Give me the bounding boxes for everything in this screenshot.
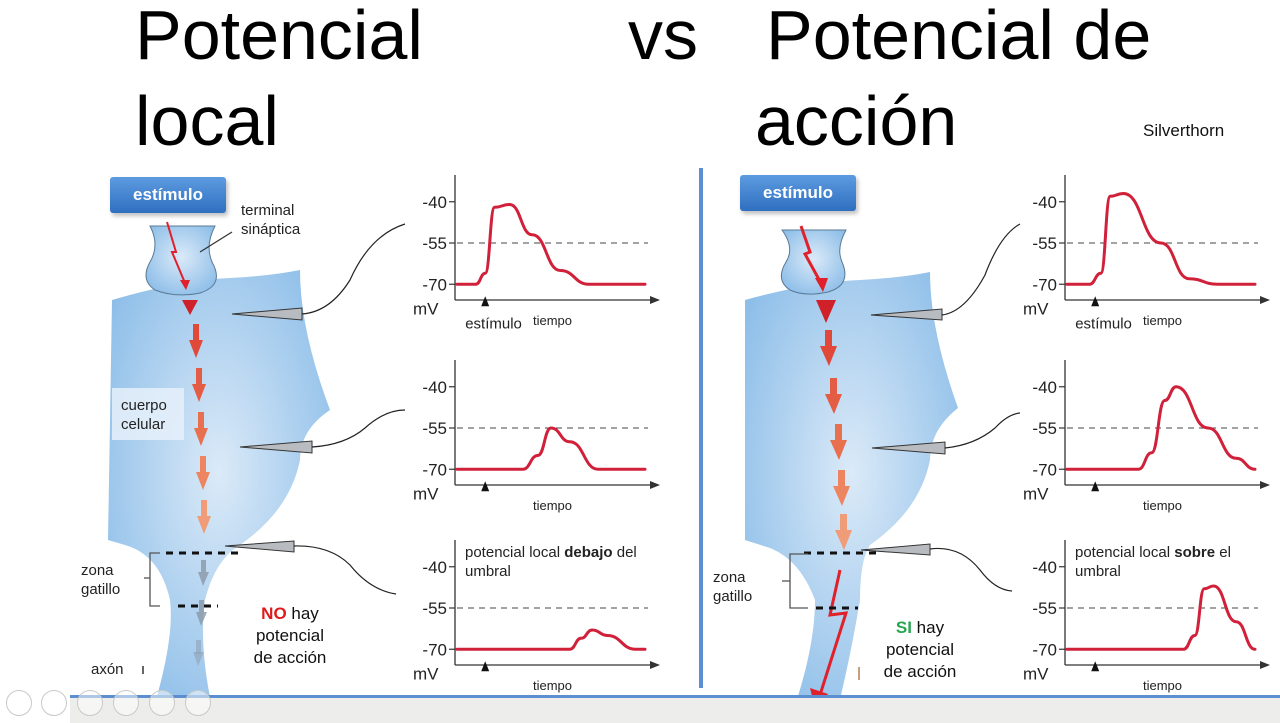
- chart-annotation-line2: umbral: [1075, 563, 1121, 580]
- chart-ap-trigger: -40 -55 -70 mV tiempo potencial local sobre e…: [1023, 540, 1270, 693]
- trace-line: [455, 426, 647, 471]
- result-right: SI hay potencial de acción: [874, 617, 966, 683]
- chart-local-terminal: -40 -55 -70 mV tiempo estímulo: [413, 175, 660, 332]
- y-unit-label: mV: [413, 299, 439, 318]
- stimulus-annotation: estímulo: [1075, 315, 1132, 332]
- x-axis-label: tiempo: [533, 498, 572, 513]
- y-tick-label: -40: [422, 558, 447, 577]
- result-left: NO hay potencial de acción: [244, 603, 336, 669]
- y-tick-label: -55: [422, 419, 447, 438]
- y-tick-label: -55: [422, 599, 447, 618]
- y-tick-label: -40: [422, 378, 447, 397]
- credit-label: Silverthorn: [1143, 121, 1225, 140]
- previous-slide-button[interactable]: [6, 690, 32, 716]
- y-tick-label: -40: [422, 193, 447, 212]
- axon-label: axón: [91, 661, 124, 678]
- trace-line: [1065, 191, 1257, 286]
- y-unit-label: mV: [1023, 664, 1049, 683]
- y-unit-label: mV: [1023, 299, 1049, 318]
- y-tick-label: -70: [422, 460, 447, 479]
- chart-local-body: -40 -55 -70 mV tiempo: [413, 360, 660, 513]
- stimulus-button-right: estímulo: [740, 175, 856, 211]
- title-left-line2: local: [135, 82, 279, 160]
- pen-tool-button[interactable]: [77, 690, 103, 716]
- y-tick-label: -55: [422, 234, 447, 253]
- more-options-button[interactable]: [185, 690, 211, 716]
- chart-local-trigger: -40 -55 -70 mV tiempo potencial local debajo …: [413, 540, 660, 693]
- electrode-icon: [224, 223, 406, 595]
- y-tick-label: -40: [1032, 193, 1057, 212]
- title-vs: vs: [628, 0, 698, 74]
- chart-annotation: potencial local debajo del: [465, 544, 637, 561]
- result-right-line3: de acción: [883, 662, 957, 682]
- stimulus-marker-icon: [1091, 661, 1100, 672]
- title-right-line1: Potencial de: [766, 0, 1152, 74]
- result-left-line1: hay: [286, 604, 319, 623]
- y-tick-label: -70: [1032, 460, 1057, 479]
- panel-divider: [699, 168, 703, 688]
- stimulus-marker-icon: [1091, 296, 1100, 307]
- y-tick-label: -70: [422, 275, 447, 294]
- trigger-zone-line1: zona: [713, 569, 746, 586]
- trigger-zone-line2: gatillo: [81, 580, 121, 598]
- title-right-line2: acción: [755, 82, 958, 160]
- stimulus-marker-icon: [481, 296, 490, 307]
- terminal-label-line2: sináptica: [241, 220, 301, 238]
- next-slide-button[interactable]: [41, 690, 67, 716]
- trigger-zone-label-right: zona gatillo: [713, 569, 752, 607]
- no-label: NO: [261, 604, 287, 623]
- trace-line: [1065, 385, 1257, 471]
- stimulus-marker-icon: [1091, 481, 1100, 492]
- presenter-toolbar: [70, 695, 1280, 723]
- trace-line: [455, 202, 647, 286]
- zoom-button[interactable]: [149, 690, 175, 716]
- stimulus-marker-icon: [481, 661, 490, 672]
- si-label: SI: [895, 618, 912, 637]
- y-tick-label: -70: [1032, 640, 1057, 659]
- result-left-line3: de acción: [253, 648, 327, 668]
- trace-line: [1065, 584, 1257, 651]
- x-axis-label: tiempo: [533, 678, 572, 693]
- y-tick-label: -40: [1032, 378, 1057, 397]
- trace-line: [455, 628, 647, 651]
- result-left-line2: potencial: [255, 626, 325, 646]
- neuron-diagram-left: [108, 221, 406, 720]
- terminal-label: terminal sináptica: [241, 202, 300, 240]
- y-tick-label: -70: [422, 640, 447, 659]
- chart-annotation: potencial local sobre el: [1075, 544, 1231, 561]
- y-tick-label: -40: [1032, 558, 1057, 577]
- y-tick-label: -55: [1032, 419, 1057, 438]
- cell-body-label-line2: celular: [121, 415, 166, 433]
- x-axis-label: tiempo: [533, 313, 572, 328]
- result-right-line2: potencial: [885, 640, 955, 660]
- y-unit-label: mV: [1023, 484, 1049, 503]
- slides-overview-button[interactable]: [113, 690, 139, 716]
- stimulus-marker-icon: [481, 481, 490, 492]
- x-axis-label: tiempo: [1143, 313, 1182, 328]
- y-unit-label: mV: [413, 664, 439, 683]
- chart-ap-terminal: -40 -55 -70 mV tiempo estímulo: [1023, 175, 1270, 332]
- stimulus-button-left: estímulo: [110, 177, 226, 213]
- y-unit-label: mV: [413, 484, 439, 503]
- electrode-icon: [860, 223, 1021, 592]
- cell-body-label-line1: cuerpo: [121, 397, 167, 414]
- stimulus-annotation: estímulo: [465, 315, 522, 332]
- trigger-zone-label-left: zona gatillo: [81, 562, 120, 600]
- terminal-label-line1: terminal: [241, 202, 295, 219]
- chart-annotation-line2: umbral: [465, 563, 511, 580]
- cell-body-label: cuerpo celular: [121, 397, 167, 435]
- trigger-zone-line2: gatillo: [713, 587, 753, 605]
- y-tick-label: -55: [1032, 234, 1057, 253]
- x-axis-label: tiempo: [1143, 678, 1182, 693]
- x-axis-label: tiempo: [1143, 498, 1182, 513]
- y-tick-label: -55: [1032, 599, 1057, 618]
- trigger-zone-line1: zona: [81, 562, 114, 579]
- chart-ap-body: -40 -55 -70 mV tiempo: [1023, 360, 1270, 513]
- result-right-line1: hay: [911, 618, 945, 637]
- title-left-line1: Potencial: [135, 0, 423, 74]
- y-tick-label: -70: [1032, 275, 1057, 294]
